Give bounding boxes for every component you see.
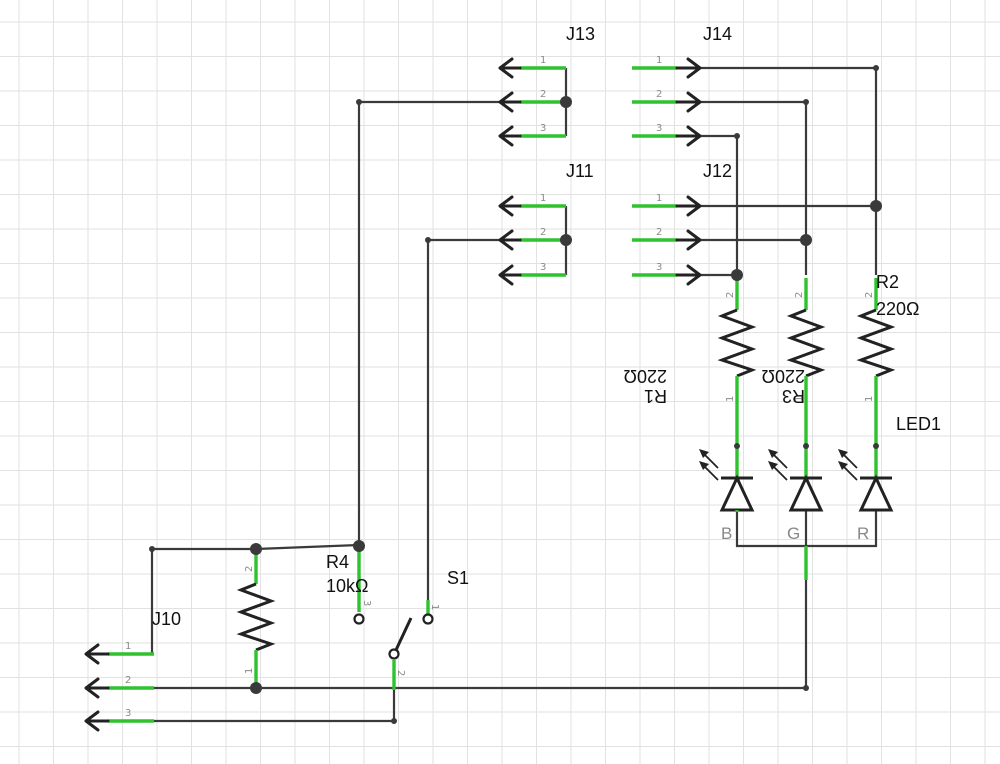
- junction-dot: [803, 685, 809, 691]
- junction-dot: [356, 99, 362, 105]
- label-r3-name: R3: [782, 386, 805, 406]
- svg-text:2: 2: [725, 292, 736, 298]
- resistor-r4[interactable]: [236, 548, 361, 686]
- j11-arrows: [498, 195, 522, 286]
- svg-text:1: 1: [429, 604, 440, 610]
- svg-text:2: 2: [864, 292, 875, 298]
- part-labels: J13 J14 J11 J12 J10 R2 220Ω R1 220Ω R3 2…: [152, 24, 941, 629]
- led-b-light-rays-icon: [699, 449, 719, 481]
- label-led-b: B: [721, 524, 732, 543]
- svg-text:1: 1: [864, 396, 875, 402]
- junction-dot: [425, 237, 431, 243]
- label-r4-name: R4: [326, 552, 349, 572]
- wire-r4-wiper-to-j13[interactable]: [357, 100, 566, 546]
- led-r-light-rays-icon: [838, 449, 858, 481]
- resistor-r2[interactable]: [856, 278, 896, 412]
- junction-dot: [250, 543, 262, 555]
- junction-dot: [731, 269, 743, 281]
- svg-text:2: 2: [125, 675, 131, 686]
- wire-j11-to-s1[interactable]: [426, 238, 566, 600]
- junction-dot: [353, 540, 365, 552]
- junction-dot: [149, 546, 155, 552]
- led-b[interactable]: [699, 412, 755, 512]
- j10-arrows: [84, 643, 110, 732]
- svg-text:2: 2: [656, 89, 662, 100]
- label-r1-value: 220Ω: [624, 366, 668, 386]
- junction-dot: [391, 718, 397, 724]
- svg-text:1: 1: [656, 55, 662, 66]
- svg-text:3: 3: [656, 123, 662, 134]
- label-s1: S1: [447, 568, 469, 588]
- label-r3-value: 220Ω: [762, 366, 806, 386]
- label-j12: J12: [703, 161, 732, 181]
- connector-arrows: [84, 57, 702, 732]
- junction-dot: [873, 65, 879, 71]
- junction-dot: [560, 96, 572, 108]
- led-g[interactable]: [768, 412, 824, 512]
- junction-dot: [800, 234, 812, 246]
- wires: [150, 66, 878, 723]
- junction-dot: [803, 443, 809, 449]
- junctions: [149, 65, 882, 724]
- wire-j14-pin2-to-r3[interactable]: [700, 100, 808, 275]
- svg-text:2: 2: [540, 227, 546, 238]
- label-led-r: R: [857, 524, 869, 543]
- svg-text:1: 1: [794, 396, 805, 402]
- svg-text:3: 3: [540, 262, 546, 273]
- label-j13: J13: [566, 24, 595, 44]
- svg-text:3: 3: [361, 600, 372, 606]
- svg-text:1: 1: [244, 668, 255, 674]
- resistor-r1[interactable]: [717, 278, 757, 412]
- svg-text:1: 1: [540, 193, 546, 204]
- junction-dot: [734, 133, 740, 139]
- led-g-light-rays-icon: [768, 449, 788, 481]
- svg-text:1: 1: [125, 641, 131, 652]
- wire-j10-pin1-to-r4[interactable]: [150, 543, 360, 654]
- svg-text:1: 1: [725, 396, 736, 402]
- label-j11: J11: [566, 161, 594, 181]
- connector-pins: [108, 66, 677, 723]
- junction-dot: [560, 234, 572, 246]
- wire-j10-pin3-to-s1[interactable]: [152, 686, 396, 723]
- svg-text:2: 2: [395, 670, 406, 676]
- svg-text:1: 1: [540, 55, 546, 66]
- svg-text:2: 2: [656, 227, 662, 238]
- j14-arrows: [675, 57, 702, 147]
- label-r2-value: 220Ω: [876, 299, 920, 319]
- label-r1-name: R1: [644, 386, 667, 406]
- switch-s1[interactable]: [353, 600, 434, 690]
- svg-text:3: 3: [540, 123, 546, 134]
- junction-dot: [250, 682, 262, 694]
- svg-text:2: 2: [540, 89, 546, 100]
- label-j14: J14: [703, 24, 732, 44]
- label-r4-value: 10kΩ: [326, 576, 368, 596]
- label-led1: LED1: [896, 414, 941, 434]
- label-j10: J10: [152, 609, 181, 629]
- junction-dot: [873, 443, 879, 449]
- resistor-r3[interactable]: [786, 278, 826, 412]
- svg-text:3: 3: [125, 708, 131, 719]
- svg-text:1: 1: [656, 193, 662, 204]
- led-r[interactable]: [838, 412, 894, 512]
- junction-dot: [870, 200, 882, 212]
- junction-dot: [803, 99, 809, 105]
- j13-arrows: [498, 57, 522, 147]
- pin-numbers: 1 2 3 1 2 3 1 2 3 1 2 3 1 2 3 2 1 2 1 2 …: [125, 55, 875, 719]
- svg-text:3: 3: [656, 262, 662, 273]
- svg-text:2: 2: [244, 566, 255, 572]
- label-led-g: G: [787, 524, 800, 543]
- junction-dot: [734, 443, 740, 449]
- svg-text:2: 2: [794, 292, 805, 298]
- label-r2-name: R2: [876, 272, 899, 292]
- j12-arrows: [675, 195, 702, 286]
